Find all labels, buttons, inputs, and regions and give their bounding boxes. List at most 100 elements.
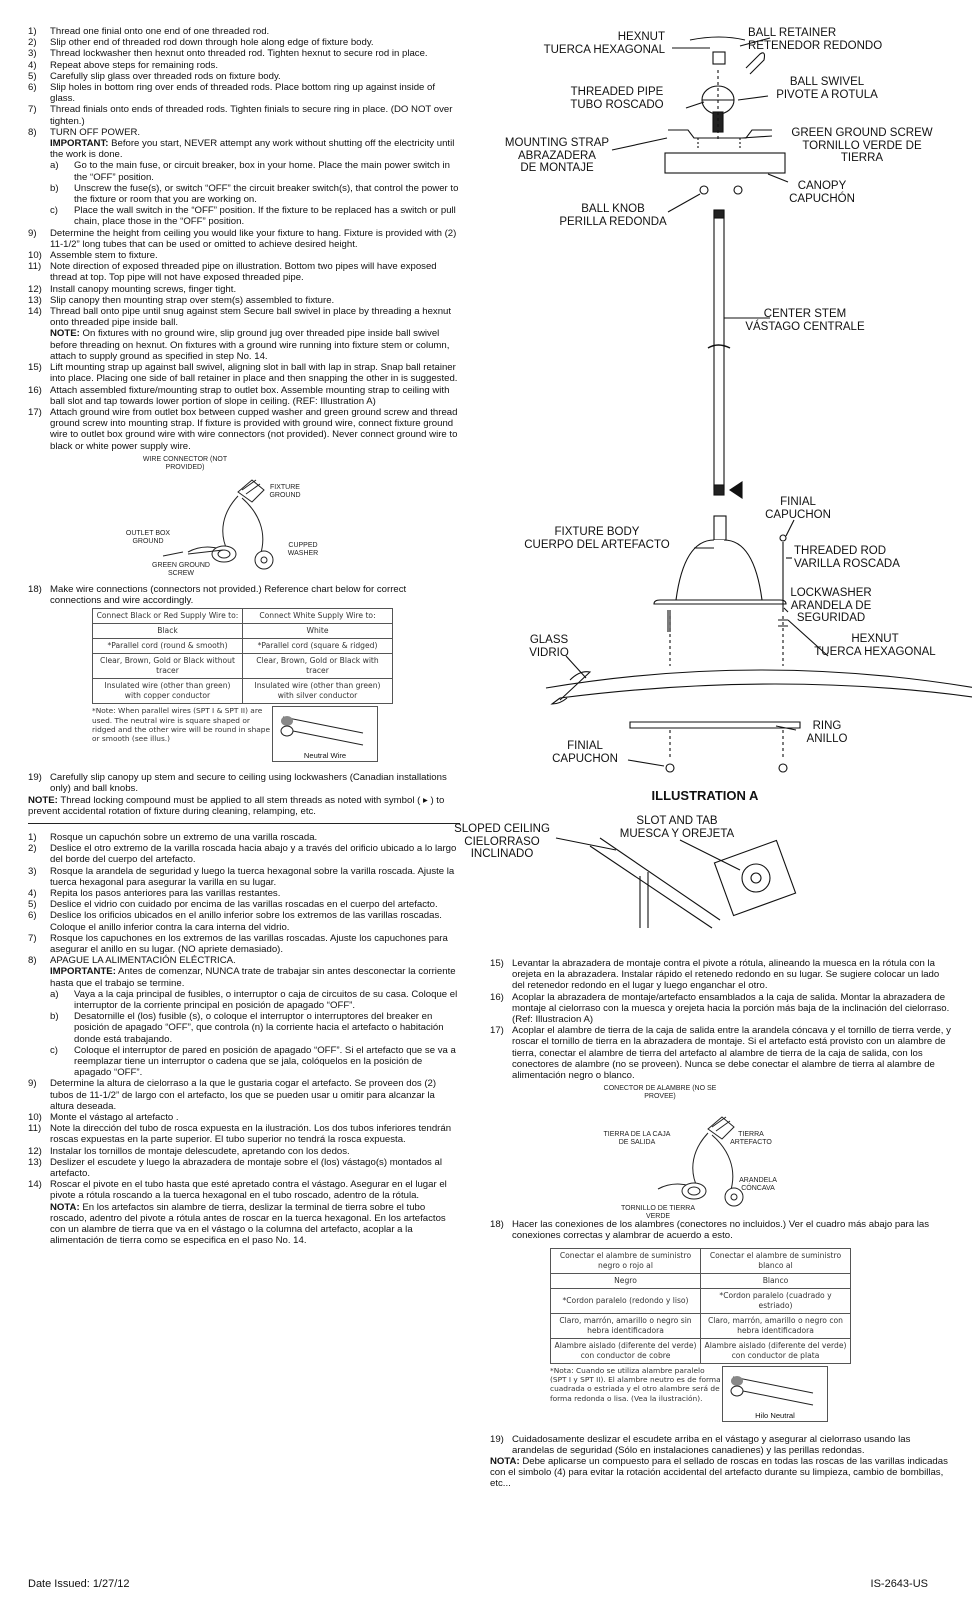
neutral-wire-label-es: Hilo Neutral <box>755 1410 795 1420</box>
step-number: 12) <box>28 1145 42 1157</box>
wire-chart-cell: Insulated wire (other than green) with s… <box>242 678 393 705</box>
sub-step: b)Desatornille el (los) fusible (s), o c… <box>50 1011 460 1045</box>
cupped-washer-label: CUPPED WASHER <box>287 541 319 557</box>
wire-chart-row: Claro, marrón, amarillo o negro sin hebr… <box>550 1312 851 1339</box>
wire-chart-cell: Conectar el alambre de suministro blanco… <box>700 1247 851 1274</box>
step-text: Thread ball onto pipe until snug against… <box>50 306 452 329</box>
spanish-instructions-continued: 15)Levantar la abrazadera de montaje con… <box>490 958 952 1081</box>
step-text: APAGUE LA ALIMENTACIÓN ELÉCTRICA. <box>50 955 236 967</box>
sub-step-letter: a) <box>50 160 59 172</box>
wire-chart-row: Clear, Brown, Gold or Black without trac… <box>92 653 393 680</box>
fixture-ground-label: FIXTURE GROUND <box>269 483 301 499</box>
instruction-step: 6)Slip holes in bottom ring over ends of… <box>28 82 460 104</box>
note-label: NOTE: <box>50 328 80 340</box>
instruction-step: 4)Repeat above steps for remaining rods. <box>28 60 460 71</box>
step-number: 14) <box>28 306 42 318</box>
wire-chart-cell: Insulated wire (other than green) with c… <box>92 678 243 705</box>
wire-chart-cell: *Cordon paralelo (cuadrado y estriado) <box>700 1287 851 1314</box>
document-code: IS-2643-US <box>870 1578 928 1590</box>
step-text: Attach assembled fixture/mounting strap … <box>50 384 450 407</box>
sub-step-letter: b) <box>50 182 59 194</box>
step-number: 19) <box>28 772 42 784</box>
instruction-step: 5) Carefully slip glass over threaded rod… <box>28 71 460 82</box>
sub-step-text: Place the wall switch in the “OFF” posit… <box>74 205 456 228</box>
step-number: 8) <box>28 955 37 967</box>
step-text: Make wire connections (connectors not pr… <box>50 583 407 606</box>
step-text: Rosque un capuchón sobre un extremo de u… <box>50 831 318 843</box>
neutral-wire-illustration: Neutral Wire <box>272 706 378 763</box>
note-label: IMPORTANT: <box>50 138 109 150</box>
sub-step: a) Go to the main fuse, or circuit breake… <box>50 160 460 182</box>
step-text: Determine la altura de cielorraso a la q… <box>50 1078 437 1112</box>
sub-step: c)Place the wall switch in the “OFF” pos… <box>50 205 460 227</box>
step-number: 5) <box>28 899 37 911</box>
step-number: 11) <box>28 1123 42 1135</box>
wire-chart-cell: Alambre aislado (diferente del verde) co… <box>700 1337 851 1364</box>
wire-chart-row: *Cordon paralelo (redondo y liso)*Cordon… <box>550 1287 851 1314</box>
step-text: Thread lockwasher then hexnut onto threa… <box>50 48 428 60</box>
wire-note-es: *Nota: Cuando se utiliza alambre paralel… <box>550 1365 952 1422</box>
instruction-step: 1) Rosque un capuchón sobre un extremo de… <box>28 832 460 843</box>
step-text: Carefully slip glass over threaded rods … <box>50 70 281 82</box>
sub-step: b)Unscrew the fuse(s), or switch “OFF” t… <box>50 183 460 205</box>
step-text: Levantar la abrazadera de montaje contra… <box>512 958 940 992</box>
step-text: Slip canopy then mounting strap over ste… <box>50 294 335 306</box>
sub-step-text: Go to the main fuse, or circuit breaker,… <box>74 160 450 183</box>
step-text: Install canopy mounting screws, finger t… <box>50 283 237 295</box>
step-number: 8) <box>28 126 37 138</box>
instruction-step: 5)Deslice el vidrio con cuidado por enci… <box>28 899 460 910</box>
instruction-step: 12)Instalar los tornillos de montaje del… <box>28 1146 460 1157</box>
step-number: 18) <box>28 583 42 595</box>
instruction-step: 16)Acoplar la abrazadera de montaje/arte… <box>490 992 952 1026</box>
wire-chart-cell: Clear, Brown, Gold or Black without trac… <box>92 653 243 680</box>
instruction-step: 10)Monte el vástago al artefacto . <box>28 1112 460 1123</box>
instruction-step: 11)Note direction of exposed threaded pi… <box>28 261 460 283</box>
wire-chart-cell: *Cordon paralelo (redondo y liso) <box>550 1287 701 1314</box>
note-text: Thread locking compound must be applied … <box>28 794 445 817</box>
right-spanish-column: 15)Levantar la abrazadera de montaje con… <box>490 958 952 1490</box>
step-text: Slip holes in bottom ring over ends of t… <box>50 82 436 105</box>
wire-chart-row: Connect Black or Red Supply Wire to:Conn… <box>92 608 393 625</box>
step-number: 15) <box>28 362 42 374</box>
wire-chart-cell: Claro, marrón, amarillo o negro sin hebr… <box>550 1312 701 1339</box>
step-number: 1) <box>28 831 37 843</box>
sub-step-letter: b) <box>50 1011 59 1023</box>
fixture-exploded-drawing <box>545 36 972 773</box>
instruction-step: 7)Rosque los capuchones en los extremos … <box>28 933 460 955</box>
instruction-step: 8) TURN OFF POWER.IMPORTANT: Before you s… <box>28 127 460 228</box>
instruction-step: 14)Roscar el pivote en el tubo hasta que… <box>28 1179 460 1246</box>
step-text: Deslice los orificios ubicados en el ani… <box>50 910 442 933</box>
step-number: 5) <box>28 70 37 82</box>
sub-step-text: Vaya a la caja principal de fusibles, o … <box>74 988 458 1011</box>
instruction-step: 15)Lift mounting strap up against ball s… <box>28 362 460 384</box>
instruction-step: 2)Deslice el otro extremo de la varilla … <box>28 843 460 865</box>
step-text: Slip other end of threaded rod down thro… <box>50 37 374 49</box>
instruction-step: 1)Thread one finial onto one end of one … <box>28 26 460 37</box>
neutral-wire-illustration-es: Hilo Neutral <box>722 1365 828 1422</box>
step-text: Deslizer el escudete y luego la abrazade… <box>50 1156 442 1180</box>
step-text: TURN OFF POWER. <box>50 126 141 138</box>
step-text: Repita los pasos anteriores para las var… <box>50 887 281 899</box>
date-issued: Date Issued: 1/27/12 <box>28 1578 130 1590</box>
step-number: 4) <box>28 59 37 71</box>
sub-step: c)Coloque el interruptor de pared en pos… <box>50 1045 460 1079</box>
step-number: 19) <box>490 1433 504 1445</box>
step-number: 4) <box>28 887 37 899</box>
step-number: 6) <box>28 910 37 922</box>
step-text: Rosque la arandela de seguridad y luego … <box>50 865 455 888</box>
instruction-step: 17)Attach ground wire from outlet box be… <box>28 407 460 452</box>
wire-chart-cell: Claro, marrón, amarillo o negro con hebr… <box>700 1312 851 1339</box>
step-18-es: 18)Hacer las conexiones de los alambres … <box>490 1219 952 1241</box>
sub-step-letter: c) <box>50 1044 58 1056</box>
parallel-wire-note-es: *Nota: Cuando se utiliza alambre paralel… <box>550 1365 721 1403</box>
instruction-step: 10)Assemble stem to fixture. <box>28 250 460 261</box>
step-18-en: 18) Make wire connections (connectors not… <box>28 584 460 606</box>
sub-step-letter: a) <box>50 988 59 1000</box>
note-text: Before you start, NEVER attempt any work… <box>50 138 455 161</box>
